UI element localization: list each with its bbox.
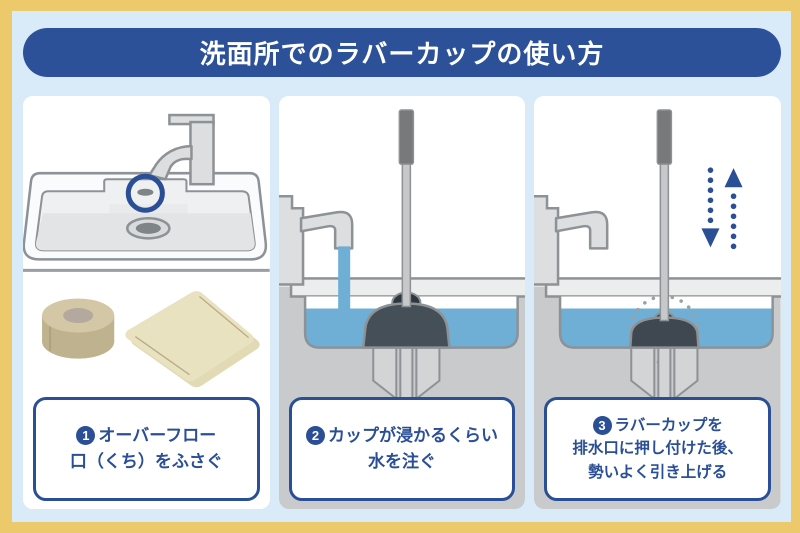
step-panel-3: 3 ラバーカップを 排水口に押し付けた後、 勢いよく引き上げる xyxy=(534,96,782,509)
caption-line: 2 カップが浸かるくらい xyxy=(306,423,498,449)
caption-line: 1 オーバーフロー xyxy=(76,423,216,449)
title-banner: 洗面所でのラバーカップの使い方 xyxy=(23,28,781,77)
plunger-icon xyxy=(361,109,451,349)
page-title: 洗面所でのラバーカップの使い方 xyxy=(199,39,605,69)
caption-text: カップが浸かるくらい xyxy=(328,425,498,445)
caption-text: ラバーカップを xyxy=(614,417,723,435)
step-number-badge: 3 xyxy=(592,416,612,436)
towel-icon xyxy=(125,291,260,388)
up-down-arrows-icon xyxy=(701,167,743,250)
caption-line: 排水口に押し付けた後、 xyxy=(572,440,743,458)
overflow-highlight-circle xyxy=(125,173,165,213)
caption-box-step-2: 2 カップが浸かるくらい 水を注ぐ xyxy=(288,397,516,501)
down-arrow-icon xyxy=(701,167,720,248)
step-number-badge: 1 xyxy=(76,426,96,446)
step-panel-1: 1 オーバーフロー 口（くち）をふさぐ xyxy=(23,96,270,509)
caption-box-step-1: 1 オーバーフロー 口（くち）をふさぐ xyxy=(33,397,260,501)
water-stream-icon xyxy=(337,246,350,313)
caption-line: 水を注ぐ xyxy=(368,452,436,471)
plunger-icon xyxy=(629,109,701,349)
step-panel-2: 2 カップが浸かるくらい 水を注ぐ xyxy=(278,96,526,509)
sink-icon xyxy=(23,171,270,272)
faucet-icon xyxy=(534,194,609,286)
content-area: 洗面所でのラバーカップの使い方 xyxy=(12,11,791,522)
faucet-icon xyxy=(278,194,354,286)
overflow-hole-icon xyxy=(137,188,154,196)
caption-line: 勢いよく引き上げる xyxy=(588,463,728,481)
caption-line: 口（くち）をふさぐ xyxy=(69,452,223,471)
caption-line: 3 ラバーカップを xyxy=(592,414,723,437)
caption-text: オーバーフロー xyxy=(98,425,217,445)
up-arrow-icon xyxy=(724,168,743,250)
step-number-badge: 2 xyxy=(306,426,325,446)
caption-box-step-3: 3 ラバーカップを 排水口に押し付けた後、 勢いよく引き上げる xyxy=(544,397,772,501)
faucet-icon xyxy=(148,113,215,186)
steps-row: 1 オーバーフロー 口（くち）をふさぐ xyxy=(23,96,782,509)
tape-roll-icon xyxy=(42,298,115,359)
drain-fitting xyxy=(630,346,699,409)
